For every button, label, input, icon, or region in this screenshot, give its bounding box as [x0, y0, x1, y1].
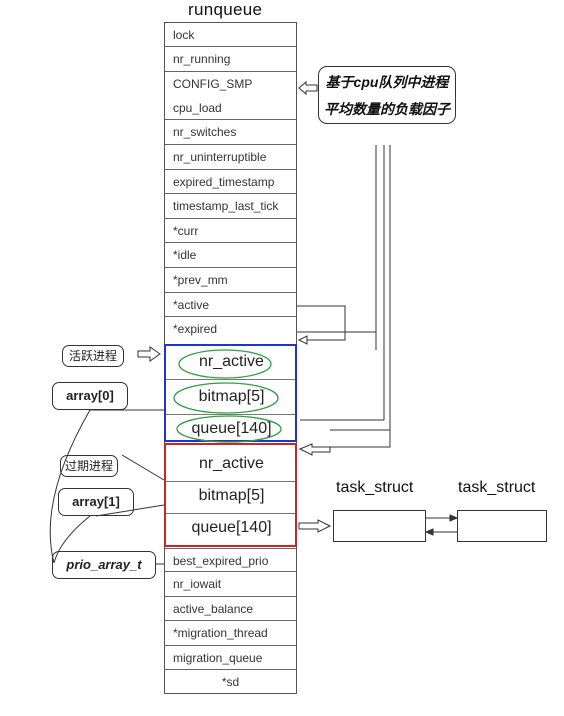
field-migration-thread: *migration_thread — [165, 621, 296, 646]
active-queue: queue[140] — [191, 420, 272, 437]
expired-prio-array: nr_active bitmap[5] queue[140] — [164, 443, 297, 547]
field-curr: *curr — [165, 219, 296, 243]
load-factor-note: 基于cpu队列中进程 平均数量的负载因子 — [318, 66, 456, 124]
field-best-expired-prio: best_expired_prio — [165, 548, 296, 572]
runqueue-struct: lock nr_running CONFIG_SMP cpu_load nr_s… — [164, 22, 297, 694]
expired-nr-active: nr_active — [199, 455, 264, 472]
field-timestamp-last-tick: timestamp_last_tick — [165, 194, 296, 219]
field-nr-switches: nr_switches — [165, 120, 296, 145]
note-line-1: 基于cpu队列中进程 — [325, 74, 449, 90]
field-expired-timestamp: expired_timestamp — [165, 170, 296, 194]
active-bitmap: bitmap[5] — [198, 388, 265, 405]
note-line-2: 平均数量的负载因子 — [324, 101, 450, 117]
field-nr-iowait: nr_iowait — [165, 572, 296, 597]
field-cpu-load: cpu_load — [165, 96, 296, 120]
task-struct-box-1 — [333, 510, 426, 542]
field-active: *active — [165, 293, 296, 317]
label-expired-process: 过期进程 — [60, 455, 118, 477]
task-struct-label-1: task_struct — [336, 479, 414, 496]
task-struct-box-2 — [457, 510, 547, 542]
field-sd: *sd — [221, 675, 240, 689]
field-expired: *expired — [173, 322, 218, 336]
expired-queue: queue[140] — [191, 519, 272, 536]
field-idle: *idle — [165, 243, 296, 268]
field-prev-mm: *prev_mm — [165, 268, 296, 293]
label-prio-array: prio_array_t — [52, 551, 156, 579]
label-array-0: array[0] — [52, 382, 128, 410]
field-config-smp: CONFIG_SMP — [173, 77, 253, 91]
active-nr-active: nr_active — [199, 353, 264, 370]
label-active-process: 活跃进程 — [62, 345, 124, 367]
field-lock: lock — [165, 23, 296, 47]
task-struct-label-2: task_struct — [458, 479, 536, 496]
active-prio-array: nr_active bitmap[5] queue[140] — [164, 344, 297, 442]
field-migration-queue: migration_queue — [165, 646, 296, 670]
label-array-1: array[1] — [58, 488, 134, 516]
field-active-balance: active_balance — [165, 597, 296, 621]
runqueue-title: runqueue — [188, 0, 263, 19]
field-nr-uninterruptible: nr_uninterruptible — [165, 145, 296, 170]
expired-bitmap: bitmap[5] — [198, 487, 265, 504]
field-nr-running: nr_running — [165, 47, 296, 72]
